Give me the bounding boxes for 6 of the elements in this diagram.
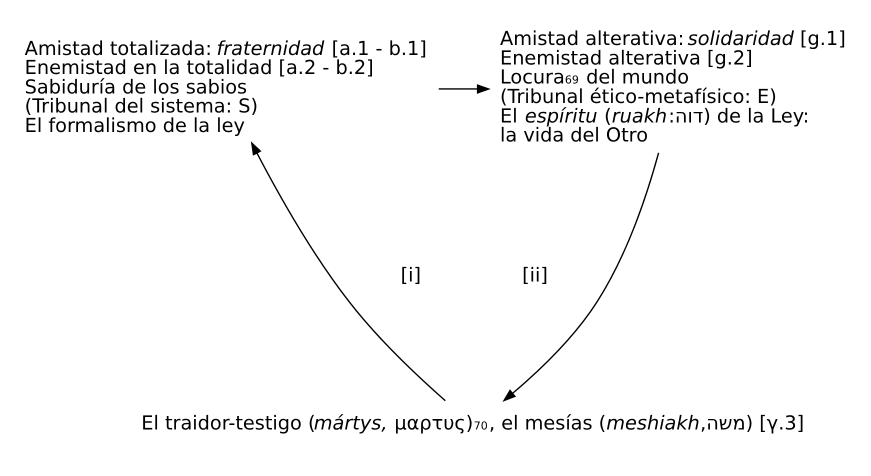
label: [i] bbox=[400, 264, 422, 287]
arrow bbox=[250, 141, 446, 402]
node-text: Amistad totalizada: fraternidad [a.1 - b.1] Enemistad en la totalidad [a.2 - b.2] Sabiduría de los sabios (Tribunal del sistema: S) El formalismo de la ley bbox=[24, 36, 427, 138]
arrow bbox=[438, 84, 491, 94]
label: [ii] bbox=[522, 264, 548, 287]
arrow bbox=[502, 152, 660, 402]
